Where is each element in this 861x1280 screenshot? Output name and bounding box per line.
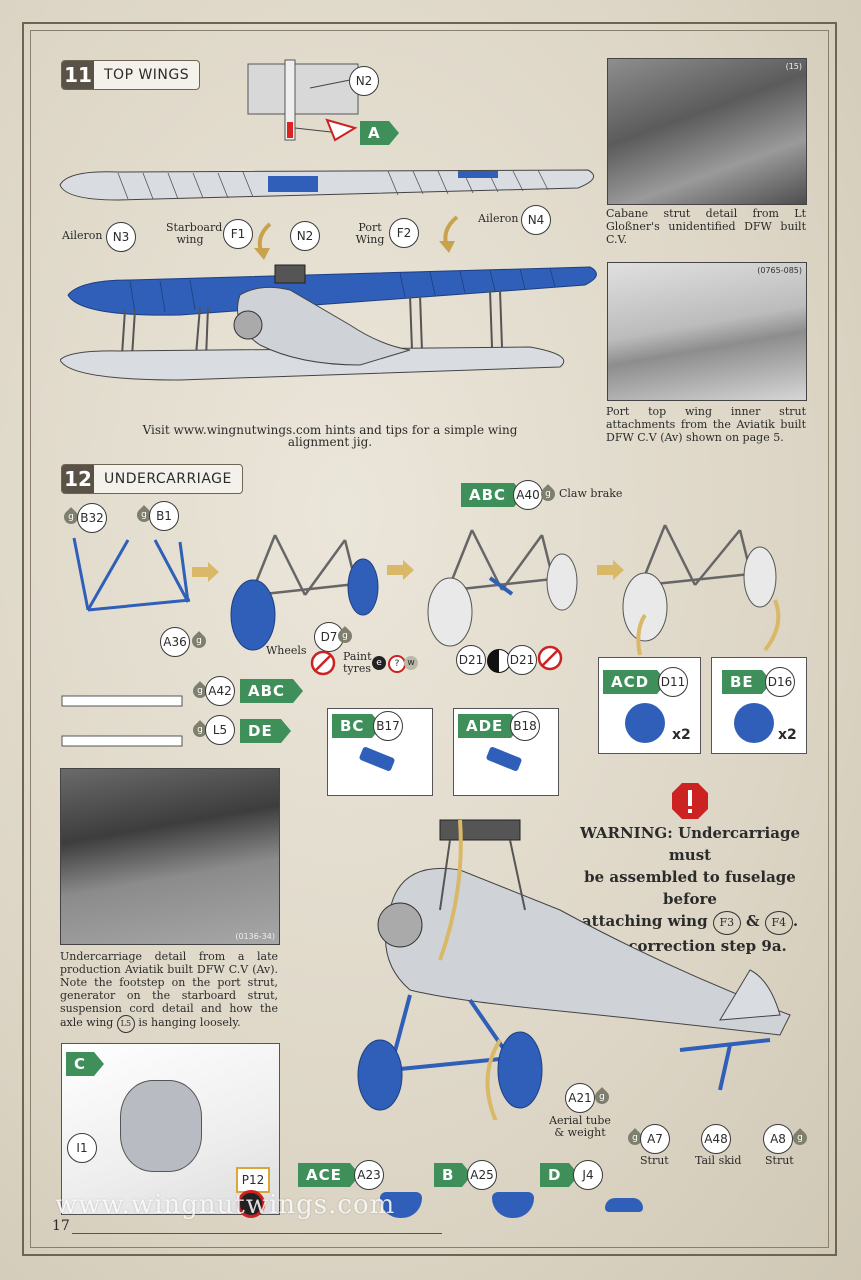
label-strut: Strut xyxy=(765,1155,794,1167)
reference-photo: (0136-34) xyxy=(60,768,280,945)
visit-hint-text: Visit www.wingnutwings.com hints and tip… xyxy=(120,424,540,448)
axle-parts-drawing xyxy=(60,690,190,750)
paint-g-icon: g xyxy=(335,626,355,646)
part-callout: D21 xyxy=(507,645,537,675)
marking-tag: B xyxy=(434,1163,462,1187)
marking-tag: DE xyxy=(240,719,281,743)
no-glue-icon xyxy=(310,650,336,676)
marking-tag: BE xyxy=(722,670,762,694)
part-ref-callout: L5 xyxy=(117,1015,135,1033)
paint-e-icon: e xyxy=(372,656,386,670)
arrow-right-icon xyxy=(387,560,415,580)
part-callout: N2 xyxy=(349,66,379,96)
part-callout: A42 xyxy=(205,676,235,706)
part-callout: N2 xyxy=(290,221,320,251)
paint-w-icon: w xyxy=(404,656,418,670)
paint-g-icon: g xyxy=(189,631,209,651)
label-tail-skid: Tail skid xyxy=(695,1155,741,1167)
step-number: 11 xyxy=(62,61,94,89)
part-callout: A36 xyxy=(160,627,190,657)
reference-photo: (15) xyxy=(607,58,807,205)
label-port-wing: Port Wing xyxy=(354,222,386,246)
label-wheels: Wheels xyxy=(266,645,307,657)
label-aileron-right: Aileron xyxy=(478,213,518,225)
label-paint-tyres: Paint tyres xyxy=(343,651,373,675)
undercarriage-wheels-drawing xyxy=(225,525,385,655)
part-callout: D16 xyxy=(765,667,795,697)
photo-ref: (0136-34) xyxy=(235,932,275,941)
marking-tag: ACE xyxy=(298,1163,350,1187)
part-callout: A40 xyxy=(513,480,543,510)
photo-caption: Cabane strut detail from Lt Gloßner's un… xyxy=(606,207,806,246)
undercarriage-brake-drawing xyxy=(422,520,587,650)
label-aerial-tube: Aerial tube & weight xyxy=(548,1115,612,1139)
page-number: 17 xyxy=(52,1218,70,1234)
biplane-drawing xyxy=(60,255,605,405)
marking-tag: C xyxy=(66,1052,94,1076)
label-strut: Strut xyxy=(640,1155,669,1167)
part-callout: A7 xyxy=(640,1124,670,1154)
footer-rule xyxy=(72,1233,442,1234)
marking-tag: ACD xyxy=(603,670,657,694)
marking-tag: ADE xyxy=(458,714,511,738)
part-callout: J4 xyxy=(573,1160,603,1190)
watermark-url: www.wingnutwings.com xyxy=(55,1190,395,1220)
label-aileron-left: Aileron xyxy=(62,230,102,242)
marking-tag: D xyxy=(540,1163,569,1187)
paint-g-icon: g xyxy=(790,1128,810,1148)
photo-caption: Undercarriage detail from a late product… xyxy=(60,950,278,1033)
part-callout: B1 xyxy=(149,501,179,531)
arrow-right-icon xyxy=(192,562,220,582)
part-callout: F2 xyxy=(389,218,419,248)
part-callout: A48 xyxy=(701,1124,731,1154)
marking-tag: ABC xyxy=(240,679,293,703)
fuselage-undercarriage-drawing xyxy=(350,800,820,1120)
part-callout: I1 xyxy=(67,1133,97,1163)
wheel-hub-part xyxy=(625,703,665,743)
step-title: TOP WINGS xyxy=(94,67,199,83)
quantity-label: x2 xyxy=(778,727,797,743)
step-12-header: 12 UNDERCARRIAGE xyxy=(61,464,243,494)
part-callout: A23 xyxy=(354,1160,384,1190)
reference-photo: (0765-085) xyxy=(607,262,807,401)
part-callout: L5 xyxy=(205,715,235,745)
marking-tag: ABC xyxy=(461,483,514,507)
part-callout: B32 xyxy=(77,503,107,533)
photo-ref: (15) xyxy=(786,62,802,71)
photo-caption: Port top wing inner strut attachments fr… xyxy=(606,405,806,444)
part-callout: B18 xyxy=(510,711,540,741)
part-callout: D21 xyxy=(456,645,486,675)
part-callout: B17 xyxy=(373,711,403,741)
part-callout: A8 xyxy=(763,1124,793,1154)
part-callout: A25 xyxy=(467,1160,497,1190)
step-title: UNDERCARRIAGE xyxy=(94,471,242,487)
undercarriage-frame-drawing xyxy=(60,530,200,625)
quantity-label: x2 xyxy=(672,727,691,743)
arrow-down-icon xyxy=(435,215,465,255)
part-callout: N4 xyxy=(521,205,551,235)
top-wing-drawing xyxy=(58,160,603,210)
part-callout: D11 xyxy=(658,667,688,697)
marking-tag: A xyxy=(360,121,389,145)
no-glue-icon xyxy=(537,645,563,671)
fuselage-nose-part xyxy=(120,1080,202,1172)
photo-ref: (0765-085) xyxy=(757,266,802,275)
label-starboard-wing: Starboard wing xyxy=(166,222,214,246)
step-number: 12 xyxy=(62,465,94,493)
paint-g-icon: g xyxy=(592,1087,612,1107)
undercarriage-complete-drawing xyxy=(615,515,785,660)
part-callout: N3 xyxy=(106,222,136,252)
part-callout: F1 xyxy=(223,219,253,249)
marking-tag: BC xyxy=(332,714,372,738)
paint-g-icon: g xyxy=(538,484,558,504)
wheel-hub-part xyxy=(734,703,774,743)
part-callout: A21 xyxy=(565,1083,595,1113)
footstep-part xyxy=(605,1198,643,1212)
step-11-header: 11 TOP WINGS xyxy=(61,60,200,90)
label-claw-brake: Claw brake xyxy=(559,488,622,500)
